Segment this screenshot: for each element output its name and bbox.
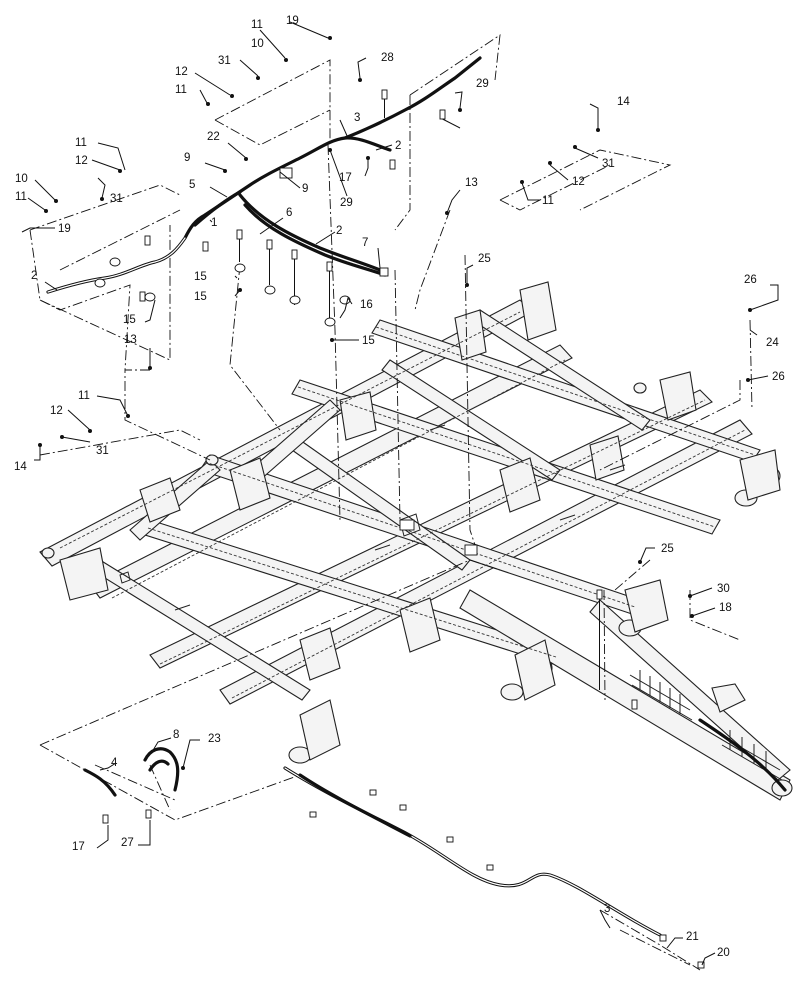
callout-19-left: 19 [58, 223, 71, 235]
wheel-assembly-left [288, 699, 341, 764]
callout-24: 24 [766, 337, 779, 349]
wheel-assembly-center [500, 639, 556, 701]
callout-12-left: 12 [75, 155, 88, 167]
callout-13-top: 13 [465, 177, 478, 189]
callout-11-lower: 11 [78, 390, 90, 402]
callout-3-top: 3 [354, 112, 360, 124]
callout-14-left: 14 [14, 461, 27, 473]
fitting-icon [102, 167, 705, 969]
callout-10-top: 10 [251, 38, 264, 50]
callout-17-bottom: 17 [72, 841, 85, 853]
callout-11-far-left: 11 [15, 191, 27, 203]
bolt-icon [139, 89, 638, 710]
callout-26-right: 26 [772, 371, 785, 383]
callout-11-left: 11 [75, 137, 87, 149]
callout-14-right: 14 [617, 96, 630, 108]
callout-2-top: 2 [395, 140, 401, 152]
callout-12-top: 12 [175, 66, 188, 78]
callout-2-mid: 2 [336, 225, 342, 237]
callout-9-a: 9 [184, 152, 190, 164]
callout-21: 21 [686, 931, 699, 943]
callout-7: 7 [362, 237, 368, 249]
callout-27: 27 [121, 837, 134, 849]
callout-3-bottom: 3 [604, 903, 610, 915]
callout-20: 20 [717, 947, 730, 959]
callout-11-right: 11 [542, 195, 554, 207]
callout-30: 30 [717, 583, 730, 595]
clamp-icon [94, 257, 351, 327]
wheel-assembly-far-right [734, 449, 781, 507]
callout-15-b: 15 [194, 291, 207, 303]
callout-11-top-b: 11 [175, 84, 187, 96]
callout-15-left: 15 [123, 314, 136, 326]
callout-6: 6 [286, 207, 292, 219]
callout-26-top: 26 [744, 274, 757, 286]
leader-lines [21, 21, 779, 966]
implement-frame [39, 281, 793, 801]
callout-15-c: 15 [362, 335, 375, 347]
callout-29-top: 29 [476, 78, 489, 90]
callout-18: 18 [719, 602, 732, 614]
callout-dots [38, 36, 752, 770]
callout-4: 4 [111, 757, 118, 769]
callout-10-left: 10 [15, 173, 28, 185]
callout-29-mid: 29 [340, 197, 353, 209]
hardware [94, 89, 705, 969]
callout-11-top: 11 [251, 19, 263, 31]
callout-23: 23 [208, 733, 221, 745]
callout-labels: 19 11 10 31 12 11 28 29 14 3 22 2 11 9 3… [14, 15, 785, 959]
callout-5: 5 [189, 179, 195, 191]
callout-19-top: 19 [286, 15, 299, 27]
hydraulic-hoses [46, 56, 787, 937]
callout-17-top: 17 [339, 172, 352, 184]
callout-25-top: 25 [478, 253, 491, 265]
callout-2-left: 2 [31, 270, 37, 282]
callout-31-lower: 31 [96, 445, 109, 457]
callout-9-b: 9 [302, 183, 308, 195]
callout-16: 16 [360, 299, 373, 311]
callout-22: 22 [207, 131, 220, 143]
explode-lines [29, 34, 753, 971]
callout-12-right: 12 [572, 176, 585, 188]
wheel-assembly-right [618, 579, 669, 637]
callout-1: 1 [211, 217, 217, 229]
callout-25-right: 25 [661, 543, 674, 555]
callout-28: 28 [381, 52, 394, 64]
callout-15-a: 15 [194, 271, 207, 283]
callout-31-left: 31 [110, 193, 123, 205]
callout-31-right: 31 [602, 158, 615, 170]
callout-31-top: 31 [218, 55, 231, 67]
callout-8: 8 [173, 729, 179, 741]
callout-12-lower: 12 [50, 405, 63, 417]
callout-13-left: 13 [124, 334, 137, 346]
